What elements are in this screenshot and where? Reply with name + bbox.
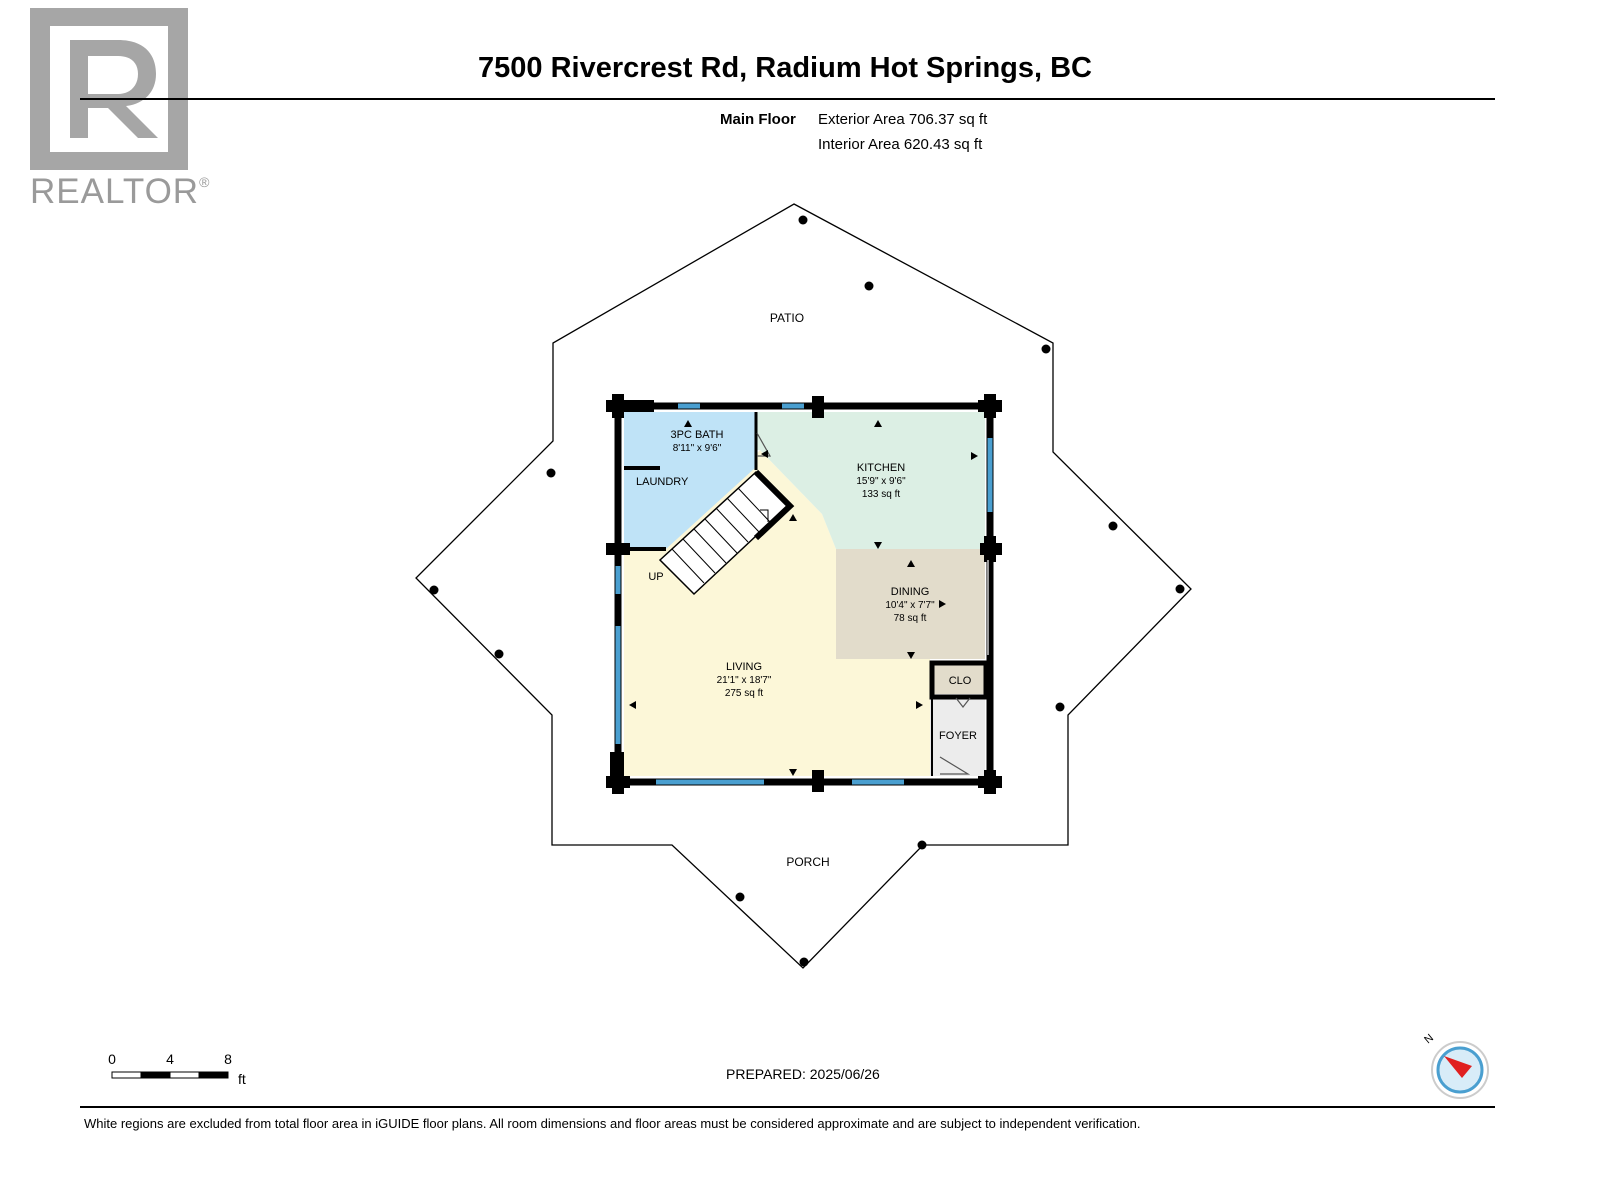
room-dining-area: 78 sq ft: [894, 613, 927, 624]
exterior-area: Exterior Area 706.37 sq ft: [818, 111, 988, 128]
room-living-name: LIVING: [726, 661, 762, 673]
interior-area: Interior Area 620.43 sq ft: [818, 136, 983, 153]
room-closet-fill: [934, 665, 984, 694]
door-swing: [939, 756, 971, 775]
deck-post: [798, 215, 808, 225]
room-kitchen-name: KITCHEN: [857, 462, 905, 474]
prepared-date: PREPARED: 2025/06/26: [726, 1066, 880, 1082]
deck-post: [1041, 344, 1051, 354]
room-foyer-fill: [930, 696, 985, 776]
compass-icon: N: [1422, 1032, 1489, 1099]
deck-post: [1175, 584, 1185, 594]
room-dining-dims: 10'4" x 7'7": [885, 600, 935, 611]
room-foyer-name: FOYER: [939, 730, 977, 742]
room-living-area: 275 sq ft: [725, 688, 764, 699]
disclaimer-text: White regions are excluded from total fl…: [84, 1116, 1141, 1131]
scale-tick-label: 8: [224, 1052, 232, 1067]
room-kitchen-dims: 15'9" x 9'6": [856, 476, 906, 487]
porch-label: PORCH: [786, 855, 829, 869]
stairs-up-label: UP: [648, 571, 663, 583]
scale-bar: 0 4 8 ft: [108, 1052, 246, 1087]
measurement-arrows: [629, 420, 978, 776]
room-living-dims: 21'1" x 18'7": [717, 675, 772, 686]
deck-post: [546, 468, 556, 478]
patio-label: PATIO: [770, 311, 804, 325]
floor-name: Main Floor: [720, 111, 796, 128]
room-laundry-name: LAUNDRY: [636, 476, 689, 488]
deck-posts: [429, 215, 1185, 967]
realtor-logo-wordmark: REALTOR®: [30, 172, 211, 211]
realtor-logo-mark: [30, 8, 188, 170]
header-divider: [80, 98, 1495, 100]
deck-post: [1108, 521, 1118, 531]
room-closet-name: CLO: [949, 675, 972, 687]
room-bath-name: 3PC BATH: [671, 429, 724, 441]
page-title: 7500 Rivercrest Rd, Radium Hot Springs, …: [478, 52, 1092, 84]
room-dining-fill: [836, 549, 985, 659]
deck-post: [735, 892, 745, 902]
stairs: [658, 469, 795, 596]
deck-post: [1055, 702, 1065, 712]
deck-outline: [415, 203, 1192, 969]
compass-north-label: N: [1422, 1032, 1436, 1046]
room-bath-dims: 8'11" x 9'6": [673, 443, 722, 454]
doors: [756, 432, 971, 775]
door-swing: [756, 432, 772, 457]
scale-tick-label: 4: [166, 1052, 174, 1067]
footer-divider: [80, 1106, 1495, 1108]
deck-post: [429, 585, 439, 595]
room-dining-name: DINING: [891, 586, 930, 598]
scale-unit: ft: [238, 1071, 246, 1087]
door-swing: [955, 697, 971, 708]
room-kitchen-area: 133 sq ft: [862, 489, 901, 500]
windows: [615, 403, 993, 785]
room-kitchen-fill: [757, 412, 985, 549]
deck-post: [799, 957, 809, 967]
interior-walls: [618, 412, 989, 776]
deck-post: [917, 840, 927, 850]
deck-post: [864, 281, 874, 291]
scale-tick-label: 0: [108, 1052, 116, 1067]
deck-post: [494, 649, 504, 659]
room-bath-fill: [624, 412, 755, 549]
wall-posts: [606, 394, 1002, 794]
